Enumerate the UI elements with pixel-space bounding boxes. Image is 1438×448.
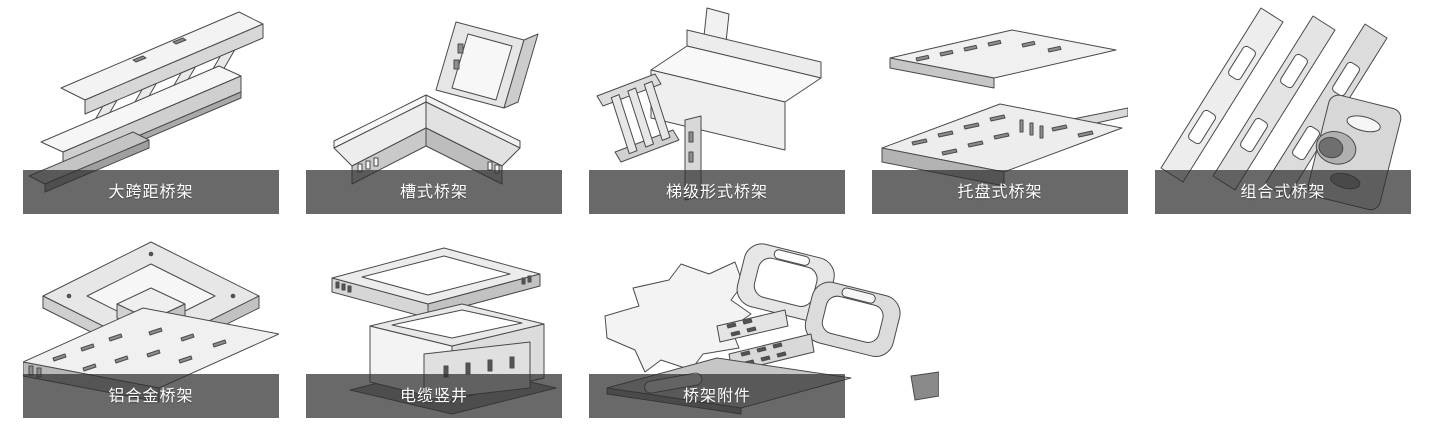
product-label: 槽式桥架 xyxy=(399,182,468,201)
product-label: 铝合金桥架 xyxy=(108,386,194,405)
product-card-cable-shaft[interactable]: 电缆竖井 xyxy=(306,230,562,418)
product-card-accessories[interactable]: 桥架附件 xyxy=(589,230,939,418)
caption-bar: 电缆竖井 xyxy=(306,374,562,418)
product-card-combined[interactable]: 组合式桥架 xyxy=(1155,0,1411,214)
product-illustration-large-span xyxy=(28,11,264,193)
caption-bar: 大跨距桥架 xyxy=(23,170,279,214)
caption-bar: 槽式桥架 xyxy=(306,170,562,214)
product-card-large-span[interactable]: 大跨距桥架 xyxy=(23,0,279,214)
caption-bar: 铝合金桥架 xyxy=(23,374,279,418)
product-label: 组合式桥架 xyxy=(1240,182,1326,201)
product-card-ladder[interactable]: 梯级形式桥架 xyxy=(589,0,845,214)
product-card-aluminum-alloy[interactable]: 铝合金桥架 xyxy=(23,230,279,418)
caption-bar: 组合式桥架 xyxy=(1155,170,1411,214)
product-card-trough[interactable]: 槽式桥架 xyxy=(306,0,562,214)
product-illustration-trough xyxy=(333,21,539,185)
product-label: 梯级形式桥架 xyxy=(665,182,768,201)
product-label: 大跨距桥架 xyxy=(108,182,194,201)
caption-bar: 桥架附件 xyxy=(589,374,845,418)
product-card-tray[interactable]: 托盘式桥架 xyxy=(872,0,1128,214)
product-label: 电缆竖井 xyxy=(399,386,468,405)
product-illustration-cable-shaft xyxy=(331,247,557,415)
product-label: 桥架附件 xyxy=(682,386,751,405)
product-illustration-ladder xyxy=(596,7,822,201)
caption-bar: 梯级形式桥架 xyxy=(589,170,845,214)
caption-bar: 托盘式桥架 xyxy=(872,170,1128,214)
product-label: 托盘式桥架 xyxy=(957,182,1043,201)
